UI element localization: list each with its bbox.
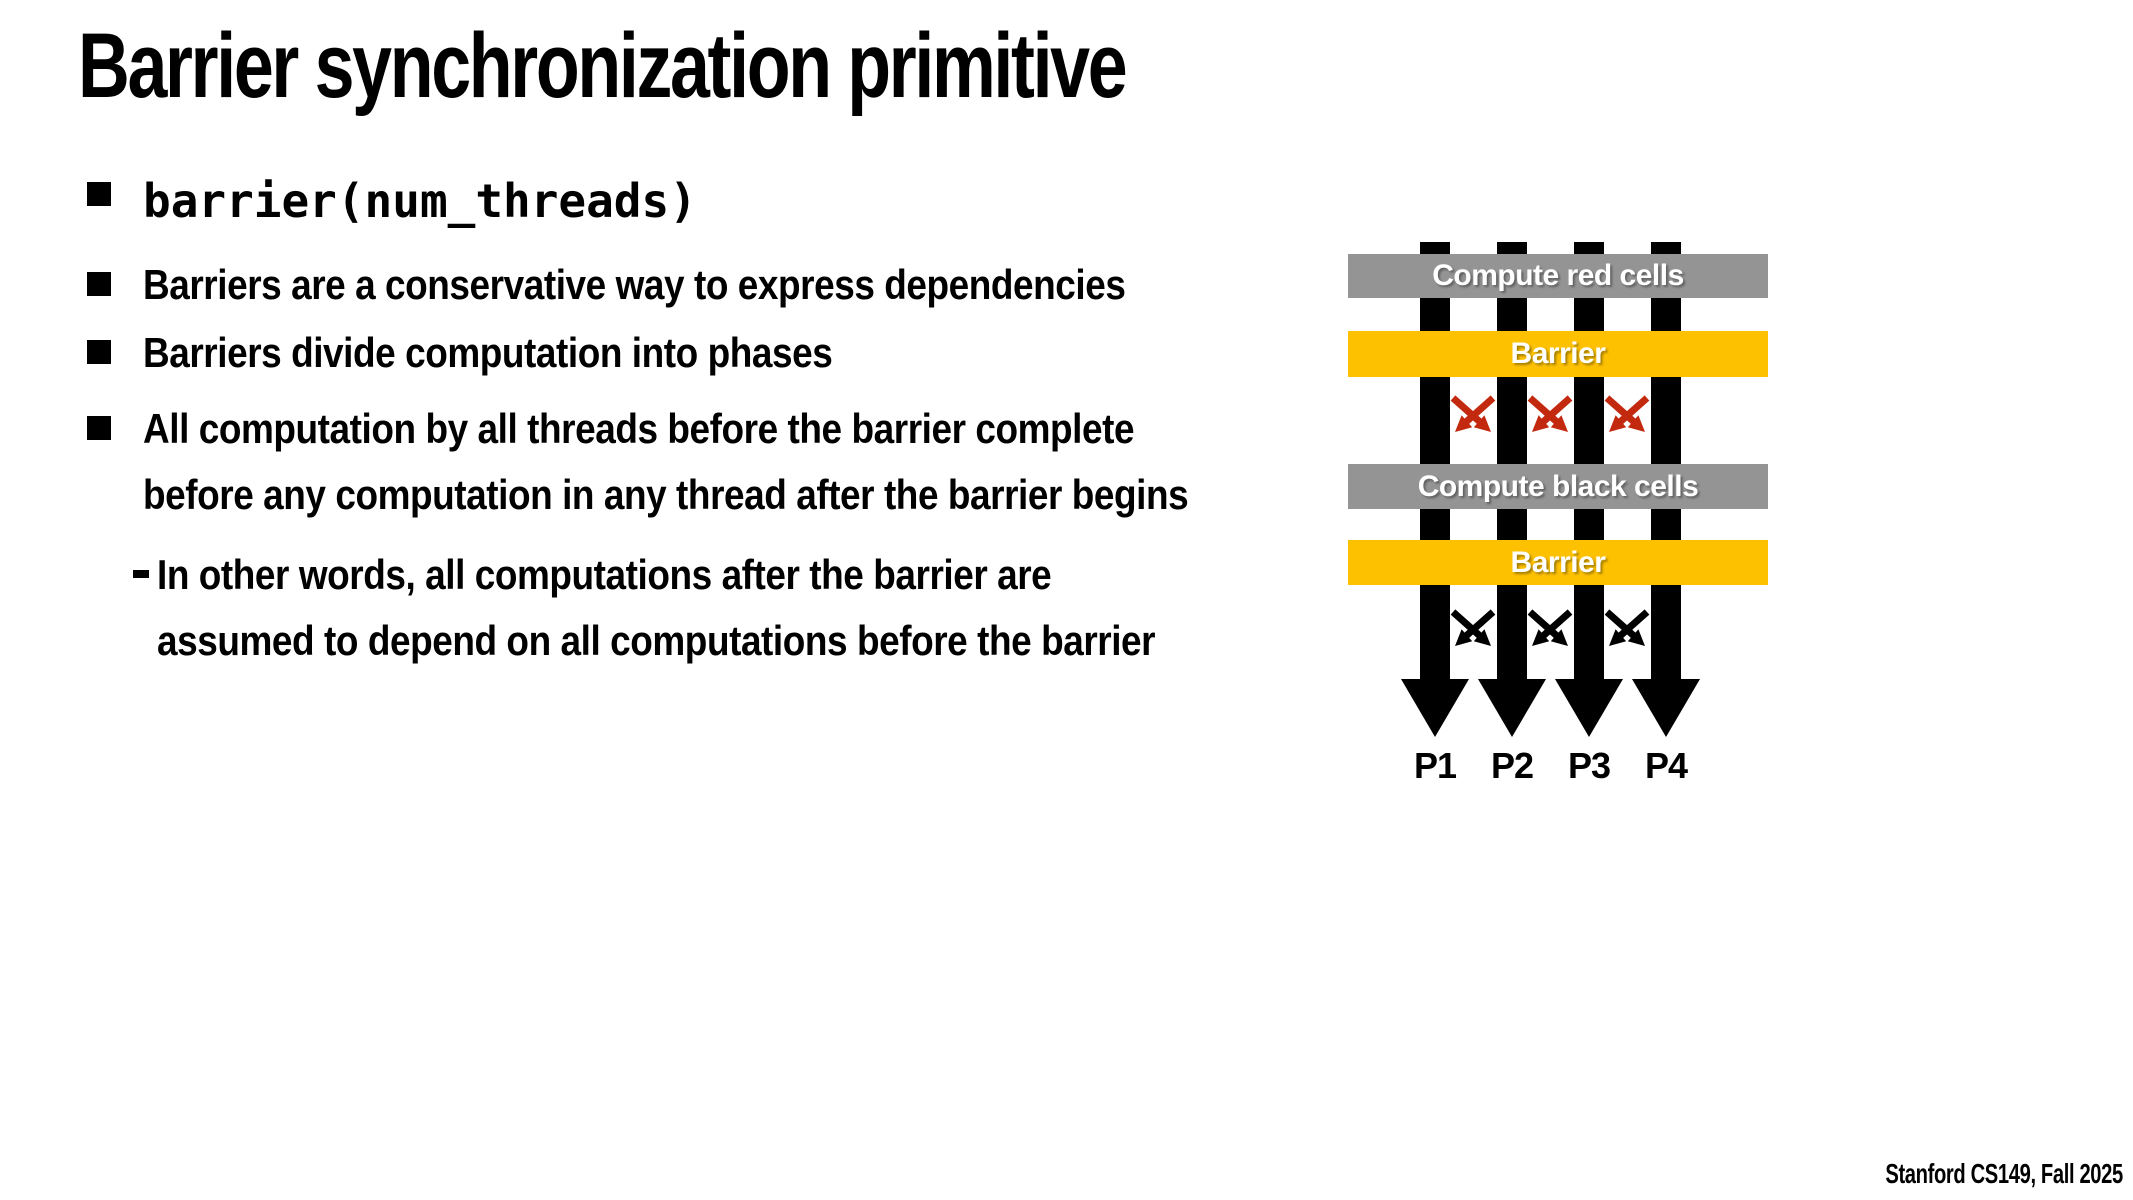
thread-bar [1420,242,1450,685]
thread-label: P4 [1644,745,1688,786]
crossed-arrows-icon [1526,395,1574,439]
bullet-square-icon [87,340,111,364]
sub-bullet-text: In other words, all computations after t… [157,551,1156,664]
bullet-text: All computation by all threads before th… [143,405,1189,518]
page-title-text: Barrier synchronization primitive [78,15,1128,117]
phase-bar-compute-black-cells: Compute black cells [1348,464,1768,509]
thread-label: P3 [1567,745,1611,786]
bullet-dash-icon [133,570,149,578]
thread-bar [1651,242,1681,685]
barrier-diagram: Compute red cells Barrier [1348,242,1768,802]
thread-label: P1 [1413,745,1457,786]
crossed-arrows-icon [1603,609,1651,653]
crossed-arrows-icon [1449,609,1497,653]
barrier-bar-1: Barrier [1348,331,1768,377]
crossed-arrows-icon [1526,609,1574,653]
thread-bar [1497,242,1527,685]
bullet-square-icon [87,416,111,440]
bullet-item: Barriers are a conservative way to expre… [87,252,1487,318]
thread-label: P2 [1490,745,1534,786]
thread-arrowhead-icon [1478,679,1546,737]
bullet-text-code: barrier(num_threads) [143,174,697,228]
bullet-item-code: barrier(num_threads) [87,168,1487,234]
bullet-text: Barriers divide computation into phases [143,329,833,376]
bullet-item: All computation by all threads before th… [87,396,1487,528]
thread-bar [1574,242,1604,685]
bullet-square-icon [87,272,111,296]
bullet-square-icon [87,182,111,206]
slide-footer-text: Stanford CS149, Fall 2025 [1885,1158,2124,1189]
thread-arrowhead-icon [1555,679,1623,737]
phase-bar-compute-red-cells: Compute red cells [1348,254,1768,298]
thread-arrowhead-icon [1632,679,1700,737]
bullet-item: Barriers divide computation into phases [87,320,1487,386]
slide-footer: Stanford CS149, Fall 2025 [1793,1158,2124,1190]
crossed-arrows-icon [1603,395,1651,439]
crossed-arrows-icon [1449,395,1497,439]
barrier-bar-2: Barrier [1348,540,1768,585]
thread-arrowhead-icon [1401,679,1469,737]
page-title: Barrier synchronization primitive [78,14,1421,119]
bullet-text: Barriers are a conservative way to expre… [143,261,1126,308]
sub-bullet-item: In other words, all computations after t… [133,542,1533,674]
